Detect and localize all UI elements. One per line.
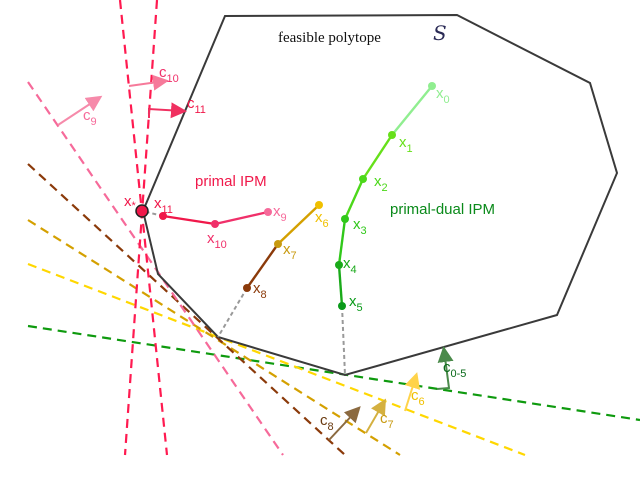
arrow-c7 [365, 398, 387, 434]
hyperplane-c8 [27, 163, 346, 456]
svg-text:x5: x5 [349, 293, 363, 314]
primal-dual-points [335, 82, 436, 310]
primal-path [162, 210, 269, 226]
polytope-symbol: S [433, 21, 447, 45]
svg-text:x2: x2 [374, 173, 388, 194]
arrow-c9 [57, 95, 103, 126]
svg-text:c6: c6 [411, 387, 425, 408]
svg-text:x6: x6 [315, 209, 329, 230]
svg-text:c9: c9 [83, 107, 97, 128]
svg-text:x0: x0 [436, 85, 450, 106]
svg-text:c0-5: c0-5 [443, 359, 466, 380]
arrow-c10 [128, 74, 169, 91]
cost-vectors [57, 74, 454, 441]
optimum-point [135, 204, 149, 218]
hyperplane-c10 [118, 0, 169, 456]
point-labels: x0 x1 x2 x3 x4 x5 x6 x7 x8 x9 x10 x11 x* [124, 85, 450, 314]
svg-text:x3: x3 [353, 216, 367, 237]
arrow-c6 [404, 372, 421, 412]
hyperplane-c6 [27, 262, 526, 457]
cost-hyperplanes [27, 0, 640, 457]
primal-dual-ipm-label: primal-dual IPM [390, 201, 495, 218]
arrow-c0-5 [436, 346, 454, 390]
svg-text:x1: x1 [399, 134, 413, 155]
svg-text:x8: x8 [253, 280, 267, 301]
hyperplane-c11 [123, 0, 159, 456]
hyperplane-c9 [27, 81, 284, 456]
svg-text:c7: c7 [380, 410, 394, 431]
svg-text:x11: x11 [154, 195, 173, 216]
svg-text:x7: x7 [283, 241, 297, 262]
arrow-c8 [328, 406, 361, 441]
arrow-c11 [148, 102, 187, 119]
svg-text:c11: c11 [187, 95, 206, 116]
hyperplane-c0-5 [27, 324, 640, 422]
hyperplane-c7 [27, 219, 401, 456]
svg-text:x10: x10 [207, 230, 227, 251]
polytope-title: feasible polytope [278, 30, 381, 46]
svg-text:c8: c8 [320, 412, 334, 433]
svg-text:x4: x4 [343, 255, 357, 276]
primal-dual-path [337, 85, 433, 307]
svg-text:x*: x* [124, 193, 137, 212]
svg-text:x9: x9 [273, 203, 287, 224]
secondary-path [246, 204, 320, 289]
feasible-polytope [141, 13, 619, 377]
primal-ipm-label: primal IPM [195, 173, 267, 190]
